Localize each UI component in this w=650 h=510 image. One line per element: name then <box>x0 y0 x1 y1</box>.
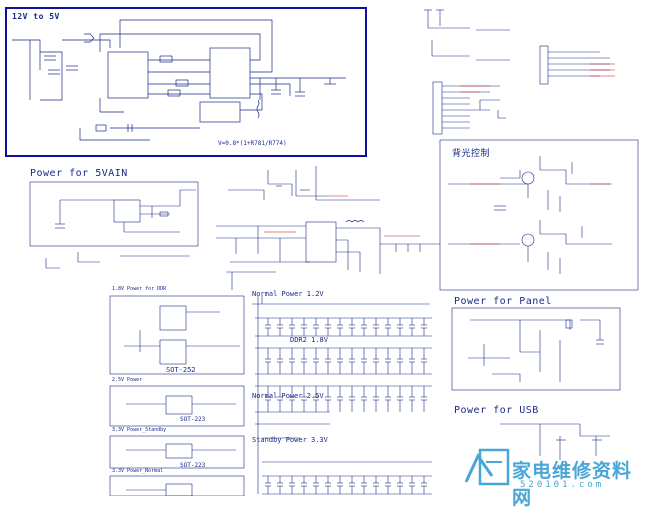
title-normal12: Normal Power 1.2V <box>252 290 324 298</box>
title-standby33: 3.3V Power_Standby <box>112 427 167 433</box>
watermark-logo <box>464 448 510 486</box>
center-red-wires <box>264 195 420 237</box>
block-12v-to-5v <box>5 7 367 157</box>
label-sot252: SOT-252 <box>166 366 196 374</box>
rail-capacitors <box>265 318 427 494</box>
title-p25: 2.5V Power <box>112 377 143 383</box>
title-ddr2: DDR2 1.8V <box>290 336 328 344</box>
title-power-5vain: Power for 5VAIN <box>30 168 128 179</box>
connector-red-labels <box>460 63 615 93</box>
title-backlight: 背光控制 <box>452 149 491 159</box>
block-panel <box>451 307 621 391</box>
title-normal25: Normal Power 2.5V <box>252 392 324 400</box>
formula-label: V=0.8*(1+R781/R774) <box>218 140 287 147</box>
watermark-url: 520101.com <box>520 480 605 490</box>
block-center-regulator <box>216 166 440 290</box>
block-usb <box>500 423 610 460</box>
block-backlight <box>439 139 639 291</box>
title-standby33b: Standby Power 3.3V <box>252 436 328 444</box>
title-ddr18: 1.8V Power for DDR <box>112 286 167 292</box>
label-sot223-a: SOT-223 <box>180 416 206 423</box>
title-power-usb: Power for USB <box>454 405 539 416</box>
block-5vain <box>29 181 199 269</box>
backlight-red-wires <box>470 183 612 245</box>
title-12v-to-5v: 12V to 5V <box>12 12 60 21</box>
title-normal33: 3.3V Power_Normal <box>112 468 164 474</box>
label-sot223-b: SOT-223 <box>180 462 206 469</box>
block-lower-left <box>109 295 245 496</box>
block-connectors <box>424 9 610 135</box>
title-power-panel: Power for Panel <box>454 296 552 307</box>
schematic-canvas <box>5 7 639 496</box>
block-rails <box>252 296 432 495</box>
